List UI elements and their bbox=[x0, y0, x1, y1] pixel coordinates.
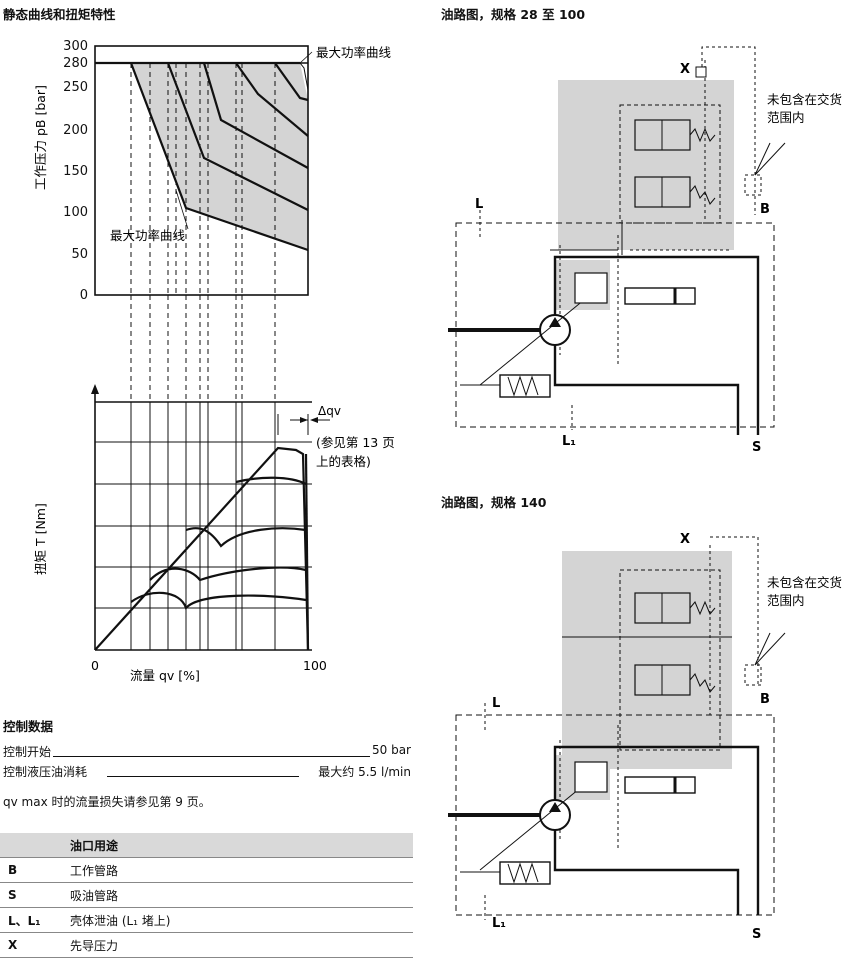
torque-axis-label: 扭矩 T [Nm] bbox=[33, 503, 48, 575]
ytick-200: 200 bbox=[63, 123, 88, 138]
circuit2-port-l: L bbox=[492, 696, 500, 711]
control-oil-label: 控制液压油消耗 bbox=[3, 763, 90, 780]
control-start-row: 控制开始 50 bar bbox=[3, 743, 411, 761]
ytick-300: 300 bbox=[63, 39, 88, 54]
main-lines bbox=[553, 255, 760, 435]
circuit2-port-b: B bbox=[760, 692, 770, 707]
circuit1-port-x: X bbox=[680, 62, 690, 77]
port-name: X bbox=[0, 932, 62, 958]
table-row: L、L₁ 壳体泄油 (L₁ 堵上) bbox=[0, 907, 413, 933]
flow-loss-note: qv max 时的流量损失请参见第 9 页。 bbox=[3, 795, 211, 809]
ports-table: 油口用途 B 工作管路 S 吸油管路 L、L₁ 壳体泄油 (L₁ 堵上) X 先… bbox=[0, 833, 413, 958]
max-power-label-bottom: 最大功率曲线 bbox=[110, 228, 186, 243]
ytick-250: 250 bbox=[63, 80, 88, 95]
power-region bbox=[131, 63, 308, 250]
table-row: X 先导压力 bbox=[0, 932, 413, 958]
control-start-label: 控制开始 bbox=[3, 743, 54, 760]
circuit1-port-b: B bbox=[760, 202, 770, 217]
ytick-280: 280 bbox=[63, 56, 88, 71]
controller-block bbox=[562, 551, 732, 769]
circuit2-port-l1: L₁ bbox=[492, 916, 506, 931]
circuit2-title: 油路图，规格 140 bbox=[441, 495, 547, 510]
circuit1-diagram: X L B L₁ S 未包含在交货 范围内 bbox=[448, 46, 842, 455]
circuit1-port-l1: L₁ bbox=[562, 434, 576, 449]
port-use: 壳体泄油 (L₁ 堵上) bbox=[62, 907, 413, 933]
table-row: B 工作管路 bbox=[0, 857, 413, 883]
circuit1-port-l: L bbox=[475, 197, 483, 212]
pressure-curves bbox=[95, 61, 309, 252]
torque-x-label: 流量 qv [%] bbox=[130, 668, 200, 683]
port-name: B bbox=[0, 857, 62, 883]
chart-connectors bbox=[130, 295, 276, 405]
circuit1-note-line1: 未包含在交货 bbox=[767, 92, 842, 107]
control-title: 控制数据 bbox=[3, 719, 54, 734]
circuit2-note-line1: 未包含在交货 bbox=[767, 575, 842, 590]
ytick-0: 0 bbox=[80, 288, 88, 303]
delta-qv-label: Δqv bbox=[318, 404, 341, 418]
chart-frame bbox=[94, 45, 309, 296]
circuit2-diagram: X L B L₁ S 未包含在交货 范围内 bbox=[448, 532, 842, 942]
circuit2-port-x: X bbox=[680, 532, 690, 547]
torque-chart: Δqv (参见第 13 页 上的表格) 0 100 流量 qv [%] 扭矩 T… bbox=[33, 384, 395, 683]
port-name: L、L₁ bbox=[0, 907, 62, 933]
control-oil-row: 控制液压油消耗 最大约 5.5 l/min bbox=[3, 763, 411, 781]
delta-note-line2: 上的表格) bbox=[316, 454, 371, 469]
control-oil-value: 最大约 5.5 l/min bbox=[316, 763, 411, 780]
guide-lines bbox=[130, 63, 276, 295]
circuit1-title: 油路图，规格 28 至 100 bbox=[441, 7, 586, 22]
control-start-value: 50 bar bbox=[370, 743, 411, 757]
torque-curves bbox=[94, 446, 310, 651]
circuit1-note-line2: 范围内 bbox=[767, 110, 805, 125]
ytick-150: 150 bbox=[63, 164, 88, 179]
circuit2-note-line2: 范围内 bbox=[767, 593, 805, 608]
left-title: 静态曲线和扭矩特性 bbox=[3, 7, 116, 22]
port-use: 先导压力 bbox=[62, 932, 413, 958]
port-use: 工作管路 bbox=[62, 857, 413, 883]
circuit2-port-s: S bbox=[752, 927, 761, 942]
main-lines bbox=[553, 745, 760, 915]
circuit1-port-s: S bbox=[752, 440, 761, 455]
table-row: S 吸油管路 bbox=[0, 882, 413, 908]
ports-header: 油口用途 bbox=[62, 833, 413, 858]
port-name: S bbox=[0, 882, 62, 908]
port-use: 吸油管路 bbox=[62, 882, 413, 908]
ytick-50: 50 bbox=[71, 247, 88, 262]
pressure-axis-label: 工作压力 pB [bar] bbox=[33, 85, 48, 190]
max-power-label-top: 最大功率曲线 bbox=[316, 45, 392, 60]
pump-housing bbox=[455, 222, 775, 428]
xtick-0: 0 bbox=[91, 658, 99, 673]
delta-note-line1: (参见第 13 页 bbox=[316, 435, 395, 450]
xtick-100: 100 bbox=[303, 658, 327, 673]
pressure-chart: 300 280 250 200 150 100 50 0 最大功率曲线 最大功率… bbox=[33, 39, 392, 303]
ytick-100: 100 bbox=[63, 205, 88, 220]
